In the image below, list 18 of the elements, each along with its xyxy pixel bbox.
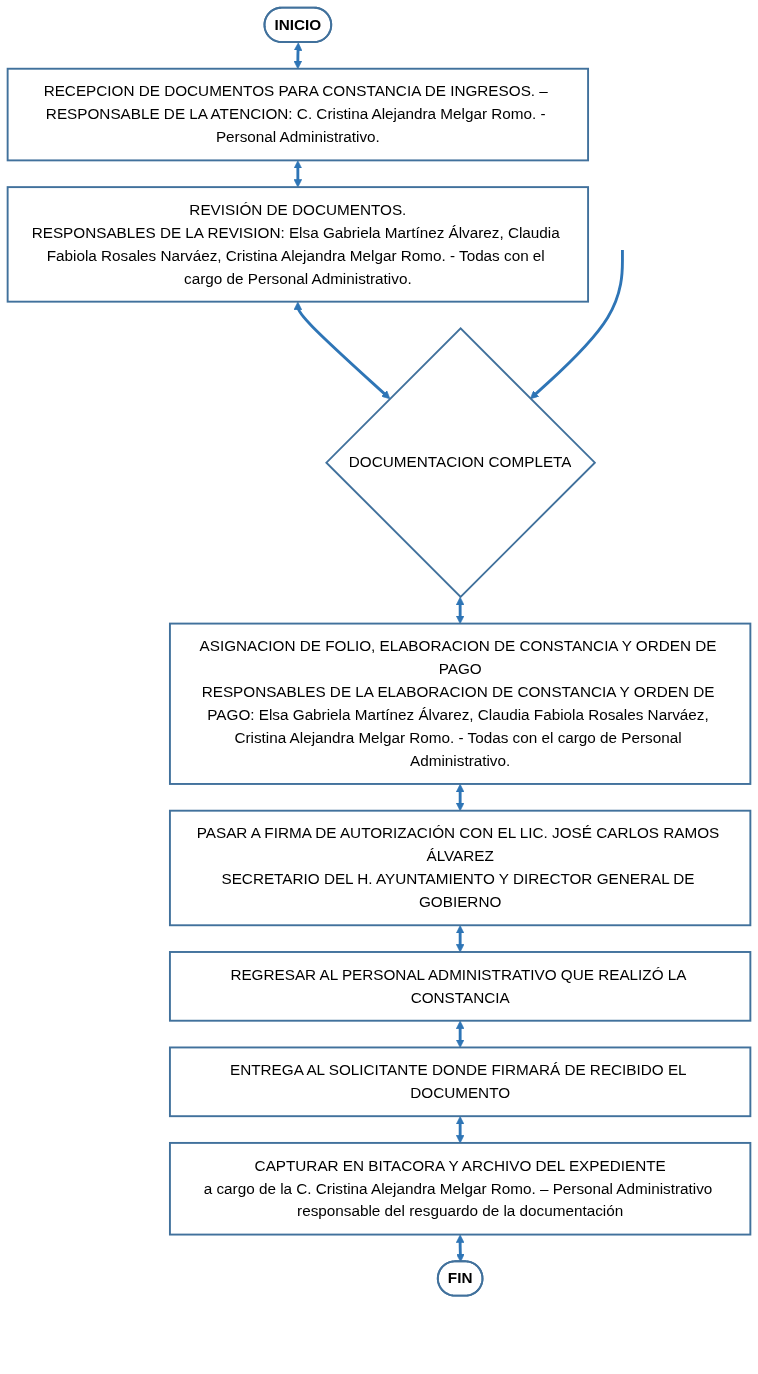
node-diamond: DOCUMENTACION COMPLETA <box>325 327 597 599</box>
node-box: RECEPCION DE DOCUMENTOS PARA CONSTANCIA DE INGRESOS. – RESPONSABLE DE LA ATENCION: C. Cristina Alejandra Melgar Romo. - Personal Administrativo. <box>6 67 590 162</box>
arrow <box>455 1116 465 1144</box>
arrow <box>455 783 465 812</box>
arrow <box>293 160 303 188</box>
arrow <box>455 925 465 953</box>
node-box: PASAR A FIRMA DE AUTORIZACIÓN CON EL LIC. JOSÉ CARLOS RAMOS ÁLVAREZ SECRETARIO DEL H. AYUNTAMIENTO Y DIRECTOR GENERAL DE GOBIERNO <box>168 809 752 927</box>
node-box: REVISIÓN DE DOCUMENTOS. RESPONSABLES DE LA REVISION: Elsa Gabriela Martínez Álvarez, Claudia Fabiola Rosales Narváez, Cristina Alejandra Melgar Romo. - Todas con el cargo de Personal Administrativo. <box>6 186 590 303</box>
arrow <box>455 1234 465 1263</box>
arrow <box>530 250 624 400</box>
arrow <box>455 1020 465 1048</box>
node-box: CAPTURAR EN BITACORA Y ARCHIVO DEL EXPEDIENTE a cargo de la C. Cristina Alejandra Melgar Romo. – Personal Administrativo responsable del resguardo de la documentación <box>168 1141 752 1236</box>
node-box: REGRESAR AL PERSONAL ADMINISTRATIVO QUE REALIZÓ LA CONSTANCIA <box>168 951 752 1022</box>
arrow <box>293 301 391 400</box>
node-box: ASIGNACION DE FOLIO, ELABORACION DE CONSTANCIA Y ORDEN DE PAGO RESPONSABLES DE LA ELABORACION DE CONSTANCIA Y ORDEN DE PAGO: Elsa Gabriela Martínez Álvarez, Claudia Fabiola Rosales Narváez, Cristina Alejandra Melgar Romo. - Todas con el cargo de Personal Administrativo. <box>168 622 752 785</box>
arrow <box>455 596 465 624</box>
arrow <box>293 42 303 70</box>
node-box: ENTREGA AL SOLICITANTE DONDE FIRMARÁ DE RECIBIDO EL DOCUMENTO <box>168 1046 752 1118</box>
